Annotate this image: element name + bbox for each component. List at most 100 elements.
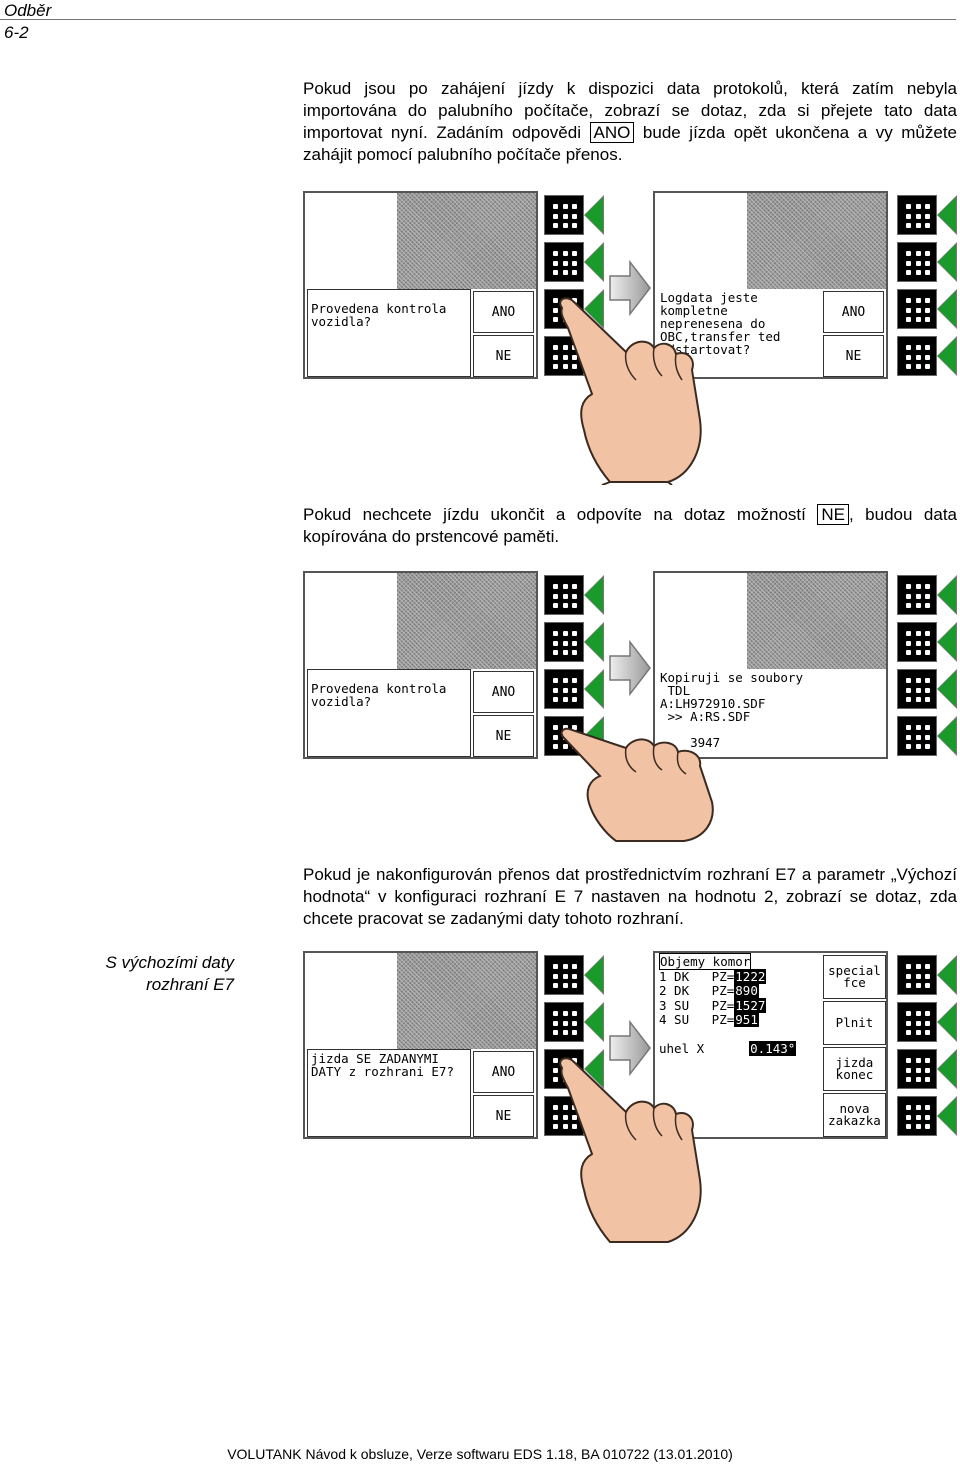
yes-button[interactable]: ANO <box>473 1051 534 1093</box>
arrow-left-icon <box>938 1004 956 1040</box>
keypad-icon <box>897 1049 937 1089</box>
soft-key-4[interactable] <box>894 1094 958 1138</box>
soft-key-1[interactable] <box>894 193 958 237</box>
arrow-left-icon <box>938 671 956 707</box>
soft-key-2[interactable] <box>894 620 958 664</box>
keypad-icon <box>544 1096 584 1136</box>
fig1-right-screen: Logdata jeste kompletne neprenesena do O… <box>653 191 888 379</box>
key-ano: ANO <box>589 122 635 143</box>
page-number: 6-2 <box>4 23 29 42</box>
hatched-area <box>747 573 886 669</box>
para2-text-a: Pokud nechcete jízdu ukončit a odpovíte … <box>303 505 818 524</box>
transfer-question: Logdata jeste kompletne neprenesena do O… <box>657 289 821 377</box>
soft-key-3[interactable] <box>541 287 605 331</box>
keypad-icon <box>897 669 937 709</box>
keypad-icon <box>544 242 584 282</box>
transition-arrow-icon <box>609 639 651 697</box>
margin-note: S výchozími daty rozhraní E7 <box>105 953 235 994</box>
arrow-left-icon <box>938 718 956 754</box>
keypad-icon <box>897 622 937 662</box>
keypad-icon <box>544 622 584 662</box>
arrow-left-icon <box>938 197 956 233</box>
volumes-title: Objemy komor <box>659 953 752 970</box>
hatched-area <box>397 193 536 289</box>
soft-key-1[interactable] <box>541 573 605 617</box>
arrow-left-icon <box>938 1051 956 1087</box>
arrow-left-icon <box>585 624 603 660</box>
keypad-icon <box>544 1002 584 1042</box>
yes-button[interactable]: ANO <box>473 291 534 333</box>
soft-key-1[interactable] <box>894 573 958 617</box>
transition-arrow-icon <box>609 259 651 317</box>
chamber-volumes: Objemy komor 1 DK PZ=1222 2 DK PZ=890 3 … <box>657 953 821 1135</box>
arrow-left-icon <box>585 671 603 707</box>
yes-button[interactable]: ANO <box>473 671 534 713</box>
chamber-row: 4 SU PZ=951 <box>659 1012 759 1027</box>
keypad-icon <box>897 289 937 329</box>
hatched-area <box>397 953 536 1049</box>
fig3-right-screen: Objemy komor 1 DK PZ=1222 2 DK PZ=890 3 … <box>653 951 888 1139</box>
no-button[interactable]: NE <box>473 715 534 757</box>
soft-key-4[interactable] <box>894 334 958 378</box>
para2-text-b: , budou data kopírována do prstencové pa… <box>303 505 958 546</box>
arrow-left-icon <box>585 244 603 280</box>
arrow-left-icon <box>585 1004 603 1040</box>
keypad-icon <box>897 242 937 282</box>
soft-key-2[interactable] <box>894 240 958 284</box>
fig2-right-screen: Kopiruji se soubory TDL A:LH972910.SDF >… <box>653 571 888 759</box>
copy-progress-text: Kopiruji se soubory TDL A:LH972910.SDF >… <box>657 669 886 757</box>
soft-key-1[interactable] <box>541 193 605 237</box>
keypad-icon <box>897 575 937 615</box>
question-message: Provedena kontrola vozidla? <box>307 289 471 377</box>
new-order-button[interactable]: nova zakazka <box>823 1093 886 1137</box>
arrow-left-icon <box>938 244 956 280</box>
soft-key-2[interactable] <box>894 1000 958 1044</box>
soft-key-3[interactable] <box>894 287 958 331</box>
keypad-icon <box>897 1002 937 1042</box>
soft-key-4[interactable] <box>894 714 958 758</box>
arrow-left-icon <box>938 338 956 374</box>
trip-end-button[interactable]: jizda konec <box>823 1047 886 1091</box>
chamber-value: 1222 <box>734 968 767 984</box>
fig2-left-screen: Provedena kontrola vozidla? ANO NE <box>303 571 538 759</box>
no-button[interactable]: NE <box>823 335 884 377</box>
soft-key-2[interactable] <box>541 240 605 284</box>
para1-text-a: Pokud jsou po zahájení jízdy k dispozici… <box>303 79 957 142</box>
arrow-left-icon <box>585 197 603 233</box>
soft-key-3[interactable] <box>894 1047 958 1091</box>
fig3-left-screen: jizda SE ZADANYMI DATY z rozhrani E7? AN… <box>303 951 538 1139</box>
paragraph-2: Pokud nechcete jízdu ukončit a odpovíte … <box>303 504 957 548</box>
key-ne: NE <box>817 504 849 525</box>
soft-key-1[interactable] <box>541 953 605 997</box>
keypad-icon <box>897 336 937 376</box>
keypad-icon <box>544 669 584 709</box>
soft-key-2[interactable] <box>541 620 605 664</box>
arrow-left-icon <box>938 1098 956 1134</box>
angle-value: 0.143° <box>749 1041 797 1056</box>
paragraph-1: Pokud jsou po zahájení jízdy k dispozici… <box>303 78 957 166</box>
fig1-left-screen: Provedena kontrola vozidla? ANO NE <box>303 191 538 379</box>
keypad-icon <box>897 1096 937 1136</box>
keypad-icon <box>897 716 937 756</box>
soft-key-2[interactable] <box>541 1000 605 1044</box>
no-button[interactable]: NE <box>473 335 534 377</box>
chamber-value: 1527 <box>734 997 767 1013</box>
soft-key-3[interactable] <box>541 667 605 711</box>
arrow-left-icon <box>938 624 956 660</box>
soft-key-1[interactable] <box>894 953 958 997</box>
fill-button[interactable]: Plnit <box>823 1001 886 1045</box>
yes-button[interactable]: ANO <box>823 291 884 333</box>
chamber-value: 951 <box>734 1012 759 1027</box>
special-functions-button[interactable]: special fce <box>823 955 886 999</box>
arrow-left-icon <box>938 957 956 993</box>
arrow-left-icon <box>938 291 956 327</box>
keypad-icon <box>897 195 937 235</box>
hatched-area <box>747 193 886 289</box>
arrow-left-icon <box>585 577 603 613</box>
chamber-row: 3 SU PZ=1527 <box>659 997 767 1013</box>
transition-arrow-icon <box>609 1019 651 1077</box>
soft-key-3[interactable] <box>894 667 958 711</box>
no-button[interactable]: NE <box>473 1095 534 1137</box>
para1-text-b: bude jízda opět ukončena a vy můžete zah… <box>303 123 957 164</box>
